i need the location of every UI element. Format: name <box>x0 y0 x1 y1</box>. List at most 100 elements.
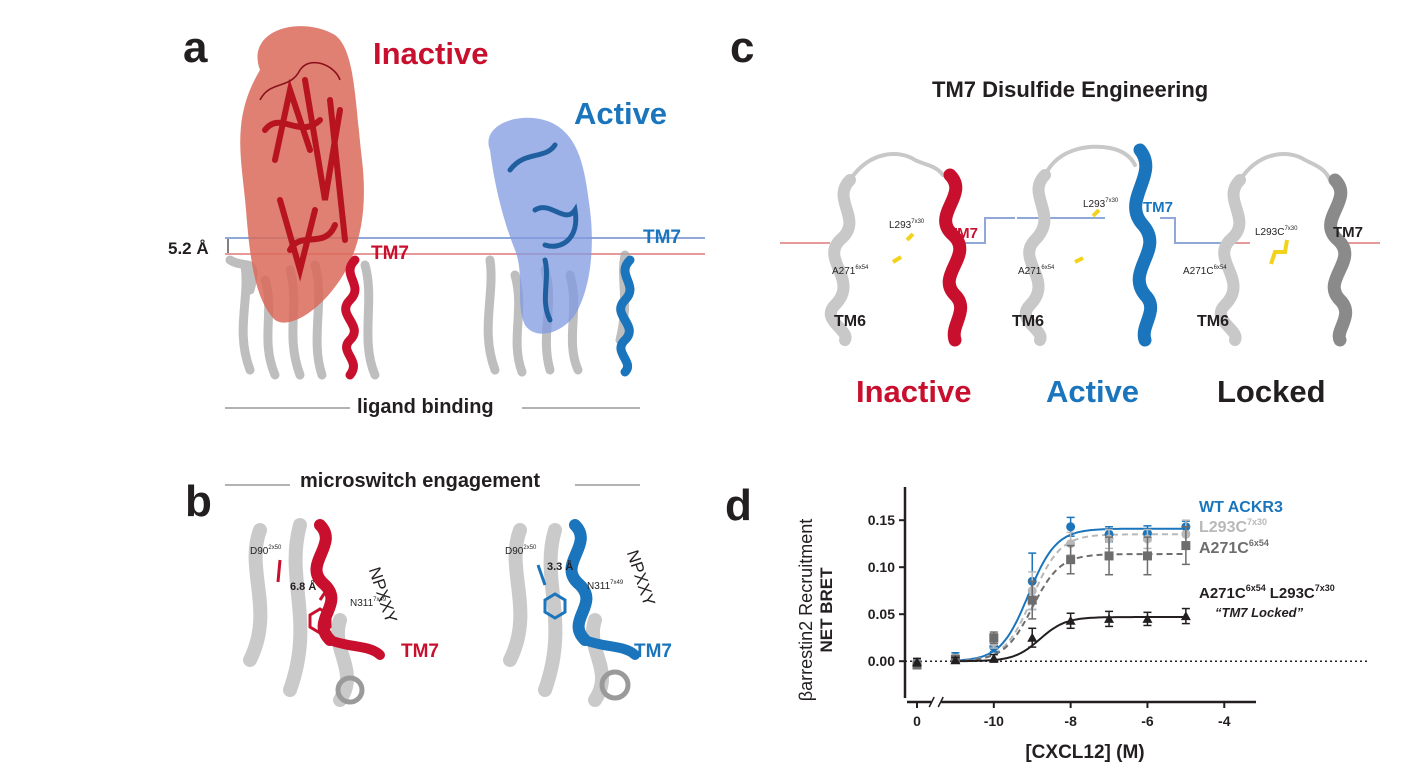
chart-ylabel2: NET BRET <box>817 567 836 653</box>
panel-c-active-tm6 <box>1019 144 1137 346</box>
legend-a271c: A271C6x54 <box>1199 538 1269 557</box>
data-point <box>1180 611 1191 621</box>
panel-c-inactive-l293-label: L2937x30 <box>889 219 924 231</box>
panel-a-distance-label: 5.2 Å <box>168 239 209 258</box>
panel-b-right-distance: 3.3 Å <box>547 561 574 573</box>
panel-c-active-a271-label: A2716x54 <box>1018 265 1054 277</box>
panel-c-active-a271-sidechain <box>1074 256 1084 264</box>
x-tick-label: -4 <box>1218 713 1231 729</box>
panel-a-tm7-red-label: TM7 <box>371 243 409 264</box>
x-axis-break-mark <box>928 696 935 708</box>
panel-b-right-n311-label: N3117x49 <box>587 580 623 592</box>
panel-c-active-tm7-label: TM7 <box>1143 199 1173 216</box>
panel-b-right-grey-helices <box>503 523 610 707</box>
panel-c-line-step-down <box>1160 217 1225 244</box>
panel-b-left-d90-label: D902x50 <box>250 545 281 557</box>
d90-sup: 2x50 <box>268 545 282 551</box>
panel-a-tm7-blue-label: TM7 <box>643 227 681 248</box>
l293c-text: L293C <box>1255 227 1285 238</box>
d90-text: D90 <box>250 546 269 557</box>
active-arrestin-ribbon <box>507 142 579 323</box>
panel-c-inactive-name: Inactive <box>856 374 972 409</box>
legend-l293c-name: L293C <box>1199 519 1247 536</box>
legend-a271c-sup: 6x54 <box>1249 538 1269 548</box>
a271c-sup: 6x54 <box>1213 265 1227 271</box>
panel-c-active-name: Active <box>1046 374 1140 409</box>
l293-text: L293 <box>1083 199 1106 210</box>
d90-sup: 2x50 <box>523 545 537 551</box>
x-tick-label: -6 <box>1141 713 1154 729</box>
panel-b-left-distance: 6.8 Å <box>290 581 317 593</box>
legend-locked-name2: L293C <box>1270 585 1315 602</box>
panel-c-inactive-tm6 <box>824 152 945 346</box>
panel-c-inactive-a271-label: A2716x54 <box>832 265 868 277</box>
data-point <box>1027 595 1037 605</box>
x-axis-break-mark <box>937 696 944 708</box>
n311-text: N311 <box>350 598 374 609</box>
panel-c-inactive-l293-sidechain <box>905 232 915 242</box>
data-point <box>1181 541 1191 551</box>
y-tick-label: 0.10 <box>868 559 895 575</box>
chart-axes: 0.000.050.100.150-10-8-6-4 <box>868 487 1370 729</box>
panel-b-header-label: microswitch engagement <box>300 470 541 492</box>
panel-b-letter: b <box>185 477 212 526</box>
a271-sup: 6x54 <box>855 265 869 271</box>
panel-c-locked-tm7 <box>1324 173 1353 347</box>
panel-b-left-npxxy-segment <box>325 635 385 660</box>
panel-b-right-sidechains <box>536 564 567 620</box>
panel-c-locked-l293c-label: L293C7x30 <box>1255 226 1297 238</box>
active-tm7-helix <box>616 255 635 377</box>
fit-curve-series-2 <box>955 553 1184 662</box>
data-point <box>1066 555 1076 565</box>
panel-b-right-coil <box>599 669 631 701</box>
panel-c-locked-tm7-label: TM7 <box>1333 224 1363 241</box>
chart-xlabel: [CXCL12] (M) <box>1025 742 1144 763</box>
legend-locked-subtitle: “TM7 Locked” <box>1215 605 1304 620</box>
data-point <box>1066 522 1076 532</box>
data-point <box>1065 615 1076 625</box>
panel-b-right-tm7-helix <box>565 519 593 646</box>
panel-a-letter: a <box>183 23 208 72</box>
panel-b-right-tm7-label: TM7 <box>634 641 672 662</box>
a271-text: A271 <box>832 266 856 277</box>
y-tick-label: 0.15 <box>868 512 895 528</box>
a271c-text: A271C <box>1183 266 1214 277</box>
d90-text: D90 <box>505 546 524 557</box>
legend-wt-ackr3: WT ACKR3 <box>1199 499 1283 516</box>
panel-b-structures <box>225 484 640 707</box>
l293-sup: 7x30 <box>911 219 925 225</box>
x-tick-label: 0 <box>913 713 921 729</box>
data-point <box>1104 613 1115 623</box>
panel-c-inactive-tm7 <box>939 168 968 347</box>
panel-b-left-grey-helices <box>243 518 355 707</box>
panel-c-inactive-a271-sidechain <box>891 255 903 264</box>
panel-c-line-step-up <box>960 217 1015 244</box>
legend-l293c-sup: 7x30 <box>1247 517 1267 527</box>
l293c-sup: 7x30 <box>1284 226 1298 232</box>
legend-locked-name1: A271C <box>1199 585 1246 602</box>
data-point <box>950 655 961 665</box>
legend-a271c-name: A271C <box>1199 540 1249 557</box>
panel-c-locked-tm6 <box>1214 152 1332 346</box>
a271-text: A271 <box>1018 266 1042 277</box>
n311-sup: 7x49 <box>373 597 387 603</box>
panel-c-active-l293-sidechain <box>1091 208 1101 218</box>
panel-b-left-tm7-label: TM7 <box>401 641 439 662</box>
panel-c-title: TM7 Disulfide Engineering <box>932 77 1209 102</box>
n311-text: N311 <box>587 581 611 592</box>
data-point <box>1027 632 1038 642</box>
panel-c-locked-a271c-label: A271C6x54 <box>1183 265 1227 277</box>
panel-b-left-n311-label: N3117x49 <box>350 597 386 609</box>
panel-a-active-label: Active <box>574 96 668 131</box>
panel-c-active-tm7 <box>1129 143 1158 347</box>
legend-locked-sup1: 6x54 <box>1246 583 1266 593</box>
y-tick-label: 0.05 <box>868 606 895 622</box>
panel-a-footer-label: ligand binding <box>357 396 494 418</box>
x-tick-label: -10 <box>984 713 1004 729</box>
panel-b-right-d90-label: D902x50 <box>505 545 536 557</box>
data-point <box>1142 613 1153 623</box>
chart-ylabel: βarrestin2 Recruitment <box>796 519 816 701</box>
